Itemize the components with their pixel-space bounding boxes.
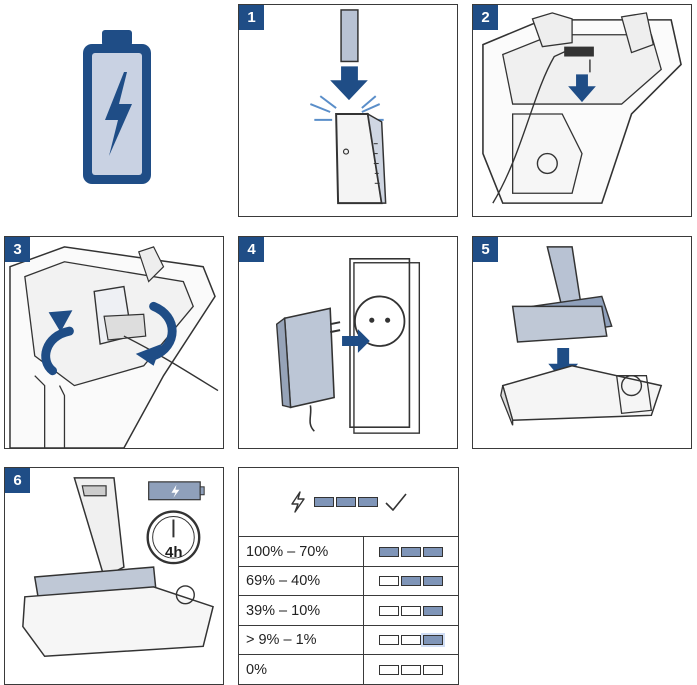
vacuum-charging-illustration bbox=[22, 477, 214, 658]
charge-duration-label: 4h bbox=[165, 544, 183, 561]
charge-range-label: 0% bbox=[238, 654, 364, 685]
charge-indicator bbox=[363, 595, 459, 626]
charge-level-table: 100% – 70%69% – 40%39% – 10%> 9% – 1%0% bbox=[238, 466, 459, 685]
wall-socket-illustration bbox=[275, 258, 421, 434]
battery-segment bbox=[401, 576, 421, 587]
step-5-panel: 5 bbox=[472, 236, 692, 449]
blinking-battery-segment bbox=[423, 635, 443, 646]
battery-segment bbox=[401, 605, 421, 616]
charge-table-header bbox=[238, 466, 459, 538]
dock-cable-routing-illustration bbox=[482, 12, 682, 204]
step-2-panel: 2 bbox=[472, 4, 692, 217]
cable-connect-illustration bbox=[309, 9, 387, 205]
battery-segment bbox=[423, 546, 443, 557]
step-number-badge: 3 bbox=[5, 237, 30, 262]
battery-segment bbox=[357, 497, 378, 508]
checkmark-icon bbox=[384, 493, 407, 512]
charge-indicator bbox=[363, 624, 459, 656]
battery-segment bbox=[401, 664, 421, 675]
step-number-badge: 4 bbox=[239, 237, 264, 262]
battery-segment bbox=[401, 546, 421, 557]
charge-indicator bbox=[363, 565, 459, 597]
step-number-badge: 5 bbox=[473, 237, 498, 262]
battery-charging-icon bbox=[83, 30, 151, 184]
battery-segment bbox=[335, 497, 356, 508]
battery-segment bbox=[423, 605, 443, 616]
step-number-badge: 2 bbox=[473, 5, 498, 30]
charge-level-row: 39% – 10% bbox=[238, 595, 459, 626]
charge-level-row: 69% – 40% bbox=[238, 565, 459, 597]
battery-segment bbox=[379, 635, 399, 646]
charge-range-label: 100% – 70% bbox=[238, 536, 364, 567]
battery-segment bbox=[379, 576, 399, 587]
charge-range-label: > 9% – 1% bbox=[238, 624, 364, 656]
battery-segment bbox=[401, 635, 421, 646]
step-3-panel: 3 bbox=[4, 236, 224, 449]
step-6-panel: 6 4h bbox=[4, 467, 224, 685]
step-number-badge: 6 bbox=[5, 468, 30, 493]
step-4-panel: 4 bbox=[238, 236, 458, 449]
charge-range-label: 69% – 40% bbox=[238, 565, 364, 597]
battery-segment bbox=[313, 497, 334, 508]
charge-range-label: 39% – 10% bbox=[238, 595, 364, 626]
battery-segment bbox=[379, 664, 399, 675]
charge-indicator bbox=[363, 536, 459, 567]
charge-indicator bbox=[363, 654, 459, 685]
cable-clip-illustration bbox=[9, 246, 219, 448]
charge-level-row: 100% – 70% bbox=[238, 536, 459, 567]
battery-segment bbox=[379, 546, 399, 557]
step-1-panel: 1 bbox=[238, 4, 458, 217]
battery-segment bbox=[379, 605, 399, 616]
battery-segment bbox=[423, 664, 443, 675]
vacuum-docking-illustration bbox=[500, 246, 663, 426]
battery-segment bbox=[423, 576, 443, 587]
step-number-badge: 1 bbox=[239, 5, 264, 30]
charge-level-row: 0% bbox=[238, 654, 459, 685]
charge-level-row: > 9% – 1% bbox=[238, 624, 459, 656]
lightning-icon bbox=[291, 491, 306, 513]
